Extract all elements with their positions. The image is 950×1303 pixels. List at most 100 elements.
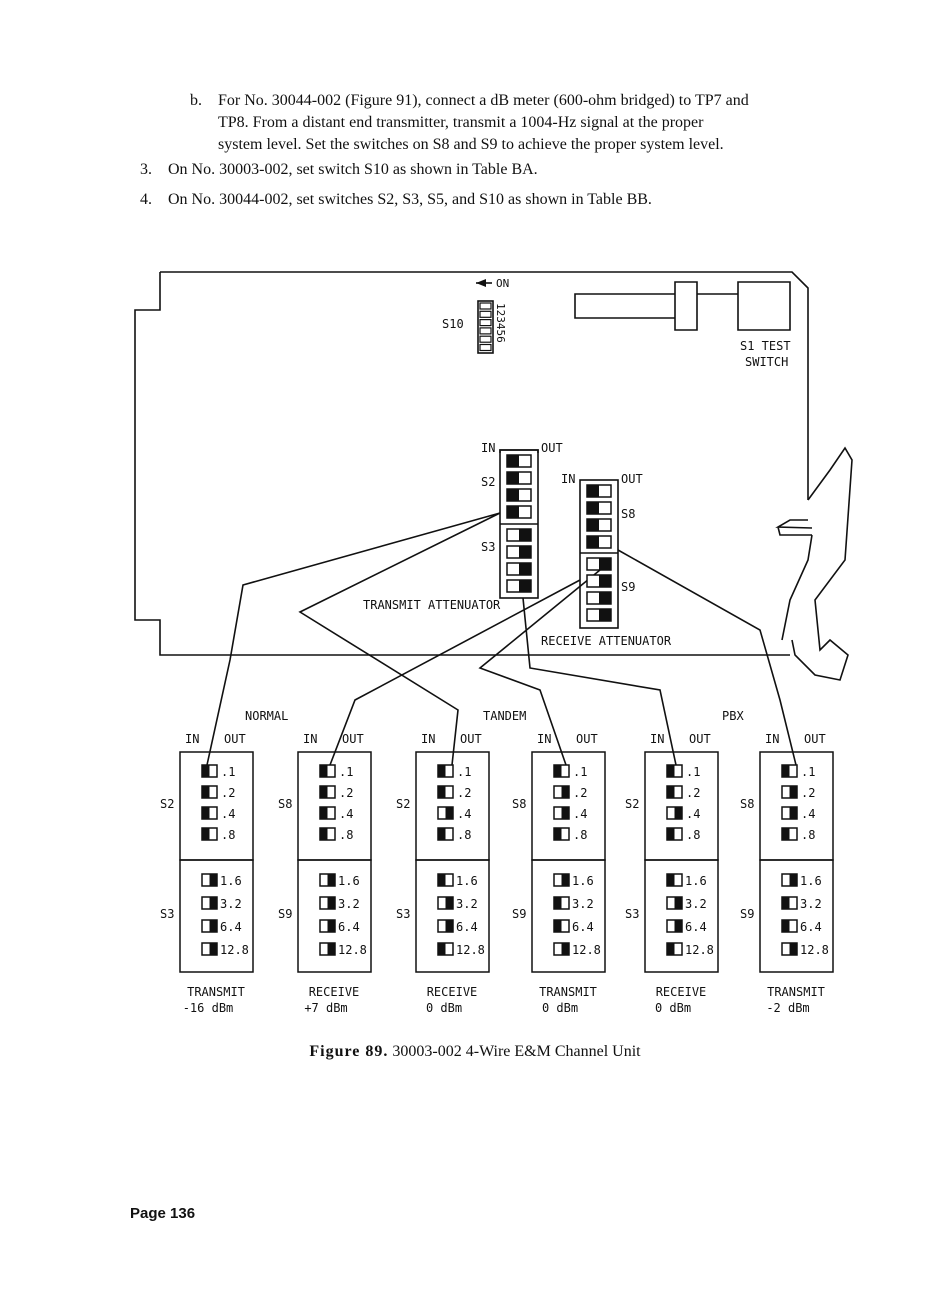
panel-top-value: .8 bbox=[221, 828, 235, 842]
step-4: 4. On No. 30044-002, set switches S2, S3… bbox=[140, 189, 840, 211]
panel-caption-mode: TRANSMIT bbox=[539, 985, 597, 999]
card-ejector bbox=[775, 446, 853, 681]
board-s8-switch bbox=[586, 501, 612, 515]
panel-bottom-switch bbox=[437, 896, 454, 910]
panel-caption-level: 0 dBm bbox=[426, 1001, 462, 1015]
panel-caption-level: +7 dBm bbox=[304, 1001, 347, 1015]
board-s2-label: S2 bbox=[481, 475, 495, 489]
panel-top-switch bbox=[201, 827, 218, 841]
panel-bottom-value: 6.4 bbox=[685, 920, 707, 934]
s10-switch-body bbox=[477, 300, 494, 354]
panel-bottom-switch bbox=[319, 942, 336, 956]
panel-top-value: .2 bbox=[457, 786, 471, 800]
panel-out-label: OUT bbox=[224, 732, 246, 746]
board-s9-switch bbox=[586, 591, 612, 605]
panel-bottom-value: 3.2 bbox=[572, 897, 594, 911]
panel-in-label: IN bbox=[765, 732, 779, 746]
panel-bottom-switch bbox=[553, 896, 570, 910]
panel-bottom-switch bbox=[201, 919, 218, 933]
panel-bottom-switch bbox=[781, 896, 798, 910]
panel-bottom-value: 12.8 bbox=[220, 943, 249, 957]
step-3-label: 3. bbox=[140, 161, 152, 178]
panel-bottom-switch bbox=[781, 873, 798, 887]
panel-bottom-switch bbox=[666, 942, 683, 956]
panel-top-switch bbox=[437, 764, 454, 778]
panel-top-value: .2 bbox=[221, 786, 235, 800]
panel-bottom-switch bbox=[781, 919, 798, 933]
panel-bottom-switch bbox=[437, 942, 454, 956]
panel-in-label: IN bbox=[185, 732, 199, 746]
board-s2-switch bbox=[506, 488, 532, 502]
s10-slot bbox=[479, 327, 492, 335]
board-s3-switch bbox=[506, 528, 532, 542]
panel-bottom-value: 6.4 bbox=[220, 920, 242, 934]
board-s8-switch bbox=[586, 484, 612, 498]
panel-top-value: .2 bbox=[686, 786, 700, 800]
panel-top-switch bbox=[781, 785, 798, 799]
panel-bottom-value: 1.6 bbox=[572, 874, 594, 888]
step-4-label: 4. bbox=[140, 191, 152, 208]
panel-bottom-value: 12.8 bbox=[338, 943, 367, 957]
panel-top-value: .8 bbox=[339, 828, 353, 842]
panel-out-label: OUT bbox=[342, 732, 364, 746]
on-label: ON bbox=[496, 277, 509, 290]
panel-caption-mode: RECEIVE bbox=[309, 985, 360, 999]
panel-top-switch bbox=[666, 806, 683, 820]
panel-top-value: .8 bbox=[686, 828, 700, 842]
panel-lower-switch-label: S9 bbox=[740, 907, 754, 921]
panel-in-label: IN bbox=[650, 732, 664, 746]
panel-upper-switch-label: S8 bbox=[512, 797, 526, 811]
panel-top-switch bbox=[666, 764, 683, 778]
panel-bottom-switch bbox=[666, 896, 683, 910]
panel-out-label: OUT bbox=[804, 732, 826, 746]
board-s3-switch bbox=[506, 562, 532, 576]
panel-top-switch bbox=[319, 806, 336, 820]
receive-attenuator-box bbox=[579, 479, 619, 629]
panel-bottom-switch bbox=[201, 873, 218, 887]
step-b-line-3: system level. Set the switches on S8 and… bbox=[218, 136, 724, 153]
panel-bottom-value: 3.2 bbox=[338, 897, 360, 911]
board-s8-switch bbox=[586, 535, 612, 549]
s1-switch-body bbox=[574, 281, 791, 331]
panel-top-value: .1 bbox=[801, 765, 815, 779]
panel-top-value: .1 bbox=[457, 765, 471, 779]
board-s2-in: IN bbox=[481, 441, 495, 455]
panel-top-value: .8 bbox=[801, 828, 815, 842]
panel-bottom-value: 3.2 bbox=[220, 897, 242, 911]
panel-lower-switch-label: S3 bbox=[160, 907, 174, 921]
panel-caption-level: 0 dBm bbox=[542, 1001, 578, 1015]
panel-lower-switch-label: S9 bbox=[278, 907, 292, 921]
board-s8-out: OUT bbox=[621, 472, 643, 486]
panel-top-value: .4 bbox=[801, 807, 815, 821]
panel-bottom-value: 12.8 bbox=[456, 943, 485, 957]
group-normal-label: NORMAL bbox=[245, 709, 288, 723]
panel-caption-mode: RECEIVE bbox=[427, 985, 478, 999]
panel-upper-switch-label: S2 bbox=[160, 797, 174, 811]
board-s8-in: IN bbox=[561, 472, 575, 486]
panel-top-switch bbox=[201, 806, 218, 820]
panel-bottom-switch bbox=[666, 873, 683, 887]
step-b: b. For No. 30044-002 (Figure 91), connec… bbox=[190, 90, 870, 156]
panel-top-value: .4 bbox=[573, 807, 587, 821]
panel-top-switch bbox=[437, 827, 454, 841]
group-pbx-label: PBX bbox=[722, 709, 744, 723]
panel-bottom-switch bbox=[553, 942, 570, 956]
panel-lower-switch-label: S3 bbox=[625, 907, 639, 921]
panel-bottom-switch bbox=[201, 896, 218, 910]
s10-slot bbox=[479, 310, 492, 318]
panel-caption-mode: RECEIVE bbox=[656, 985, 707, 999]
panel-lower-switch-label: S9 bbox=[512, 907, 526, 921]
panel-top-value: .8 bbox=[573, 828, 587, 842]
figure-title: 30003-002 4-Wire E&M Channel Unit bbox=[392, 1043, 641, 1060]
panel-bottom-value: 1.6 bbox=[685, 874, 707, 888]
panel-bottom-switch bbox=[319, 919, 336, 933]
panel-lower-switch-label: S3 bbox=[396, 907, 410, 921]
panel-bottom-value: 1.6 bbox=[220, 874, 242, 888]
board-s9-switch bbox=[586, 608, 612, 622]
panel-bottom-value: 6.4 bbox=[572, 920, 594, 934]
panel-bottom-value: 3.2 bbox=[800, 897, 822, 911]
panel-top-switch bbox=[553, 764, 570, 778]
